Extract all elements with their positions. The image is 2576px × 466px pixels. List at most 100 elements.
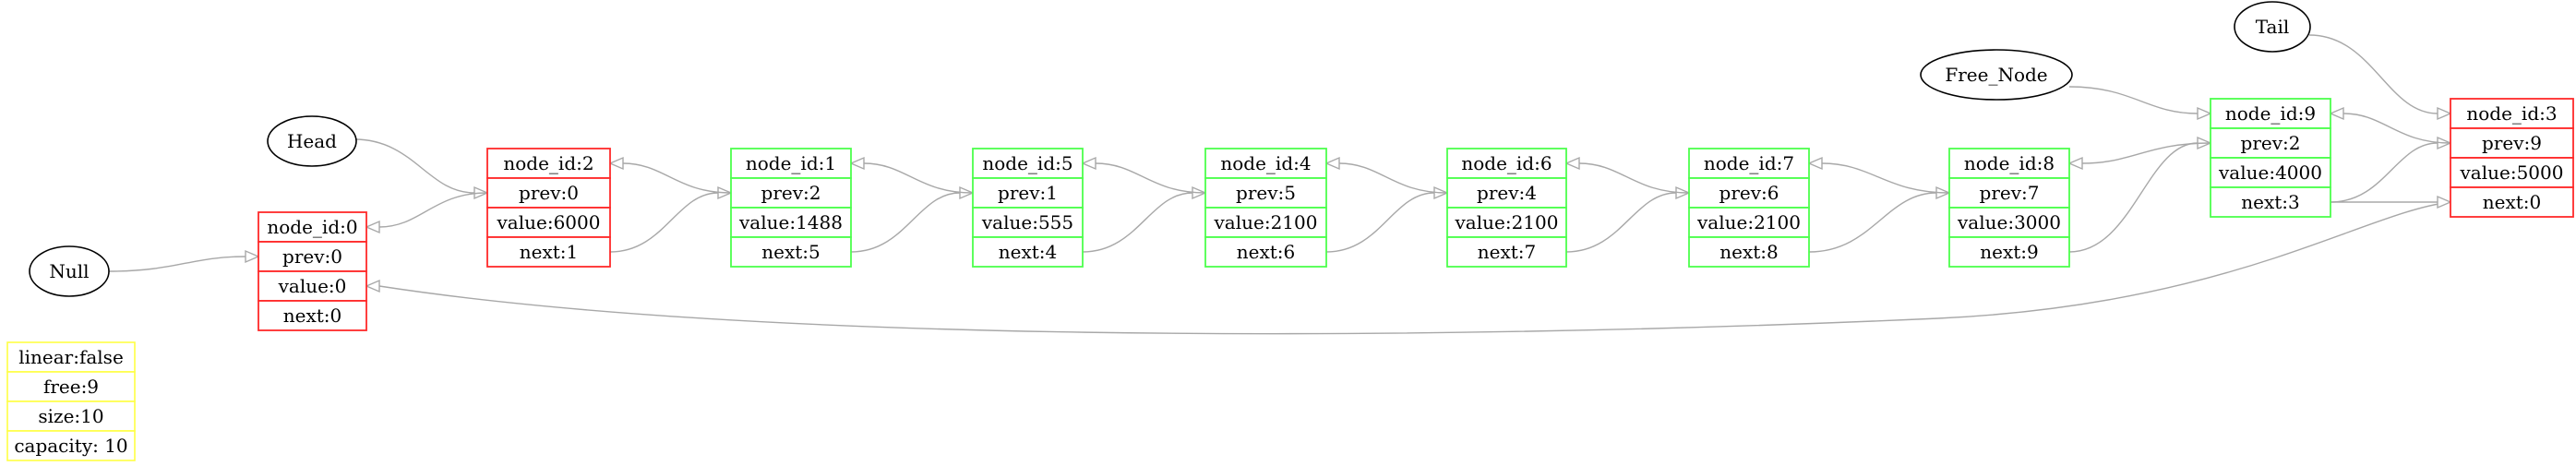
node-field-node-id: node_id:9: [2225, 102, 2316, 125]
edge-prev-n3-n9-arrowhead: [2329, 106, 2344, 121]
node-field-next: next:0: [2483, 191, 2542, 213]
node-field-value: value:555: [981, 211, 1073, 233]
info-cell: [6, 341, 136, 373]
node-field-next: next:1: [520, 241, 579, 263]
edge-prev-n5-n1: [863, 162, 974, 194]
node-cell: [2450, 127, 2574, 159]
node-field-next: next:3: [2241, 191, 2300, 213]
node-field-next: next:6: [1237, 241, 1296, 263]
null-ellipse: [29, 245, 110, 297]
node-cell: [1446, 207, 1567, 238]
edge-prev-n1-n2-arrowhead: [608, 156, 624, 171]
edge-prev-n8-n7-arrowhead: [1807, 156, 1823, 171]
node-cell: [1446, 236, 1567, 268]
node-cell: [1948, 207, 2070, 238]
node-field-value: value:2100: [1214, 211, 1318, 233]
edge-next-n9-n3: [2330, 142, 2438, 203]
node-cell: [1948, 177, 2070, 209]
info-line: linear:false: [18, 346, 124, 368]
node-cell: [486, 207, 611, 238]
head-ellipse: [267, 115, 357, 167]
node-field-next: next:4: [999, 241, 1058, 263]
node-field-prev: prev:2: [2241, 132, 2301, 154]
edge-prev-n7-n6: [1578, 162, 1690, 194]
node-field-value: value:6000: [497, 211, 601, 233]
node-field-next: next:8: [1719, 241, 1779, 263]
edges: [108, 34, 2452, 335]
node-field-prev: prev:1: [998, 182, 1058, 204]
edge-next-n2-n1: [609, 192, 719, 253]
node-field-node-id: node_id:1: [746, 152, 836, 174]
node-cell: [2210, 98, 2331, 129]
edge-prev-n2-n0-arrowhead: [365, 220, 380, 234]
free-node-ellipse: [1920, 49, 2073, 101]
node-field-value: value:1488: [738, 211, 843, 233]
node-field-prev: prev:0: [519, 182, 579, 204]
node-cell: [2450, 98, 2574, 129]
node-cell: [486, 177, 611, 209]
edge-prev-n2-n0: [378, 192, 488, 228]
node-field-value: value:4000: [2218, 161, 2322, 184]
edge-next-n3-n0: [378, 201, 2451, 335]
edge-free-to-node9-arrowhead: [2197, 106, 2212, 121]
node-field-node-id: node_id:8: [1964, 152, 2055, 174]
node-cell: [486, 148, 611, 179]
free-node-label-text: Free_Node: [1945, 64, 2047, 86]
node-cell: [730, 148, 852, 179]
edge-prev-n6-n4: [1338, 162, 1448, 194]
info-line: free:9: [43, 376, 99, 398]
info-line: size:10: [38, 405, 103, 427]
edge-next-n4-n6: [1325, 192, 1435, 253]
edge-next-n7-n8: [1808, 192, 1937, 253]
node-cell: [730, 177, 852, 209]
edge-tail-to-node3-arrowhead: [2437, 106, 2452, 121]
head-label: Head: [267, 115, 357, 167]
node-field-node-id: node_id:3: [2466, 102, 2557, 125]
node-cell: [1204, 236, 1327, 268]
info-cell: [6, 430, 136, 461]
node-field-next: next:0: [283, 305, 342, 327]
info-cell: [6, 371, 136, 402]
node-field-prev: prev:9: [2482, 132, 2542, 154]
edge-head-to-node2: [353, 138, 475, 194]
node-field-value: value:3000: [1957, 211, 2061, 233]
edge-null-to-node0-arrowhead: [245, 249, 260, 264]
node-cell: [972, 177, 1084, 209]
head-label-text: Head: [287, 130, 337, 152]
node-cell: [1948, 236, 2070, 268]
node-field-next: next:5: [761, 241, 821, 263]
node-field-node-id: node_id:4: [1220, 152, 1311, 174]
edge-prev-n8-n7: [1821, 162, 1950, 194]
node-field-node-id: node_id:7: [1704, 152, 1794, 174]
edge-prev-n4-n5-arrowhead: [1081, 156, 1096, 171]
node-cell: [1688, 148, 1810, 179]
node-records: node_id:0prev:0value:0next:0node_id:2pre…: [258, 98, 2574, 331]
node-field-prev: prev:0: [282, 245, 342, 268]
node-cell: [2450, 186, 2574, 218]
free-node-label: Free_Node: [1920, 49, 2073, 101]
edge-prev-n3-n9: [2342, 113, 2451, 144]
node-field-next: next:7: [1478, 241, 1537, 263]
edge-prev-n7-n6-arrowhead: [1564, 156, 1580, 171]
edge-prev-n1-n2: [622, 162, 732, 194]
edge-n9-to-n3-next-arrowhead: [2437, 195, 2452, 209]
edge-next-n8-n9: [2068, 142, 2199, 253]
edge-prev-n6-n4-arrowhead: [1324, 156, 1340, 171]
node-cell: [1446, 148, 1567, 179]
edge-next-n1-n5: [850, 192, 961, 253]
node-field-node-id: node_id:2: [503, 152, 593, 174]
node-cell: [972, 236, 1084, 268]
tail-label-text: Tail: [2256, 16, 2290, 38]
edge-next-n5-n4: [1082, 192, 1193, 253]
node-field-value: value:2100: [1696, 211, 1801, 233]
edge-free-to-node9: [2068, 86, 2199, 114]
edge-prev-n4-n5: [1095, 162, 1206, 194]
null-label-text: Null: [49, 260, 89, 282]
node-field-prev: prev:7: [1980, 182, 2040, 204]
